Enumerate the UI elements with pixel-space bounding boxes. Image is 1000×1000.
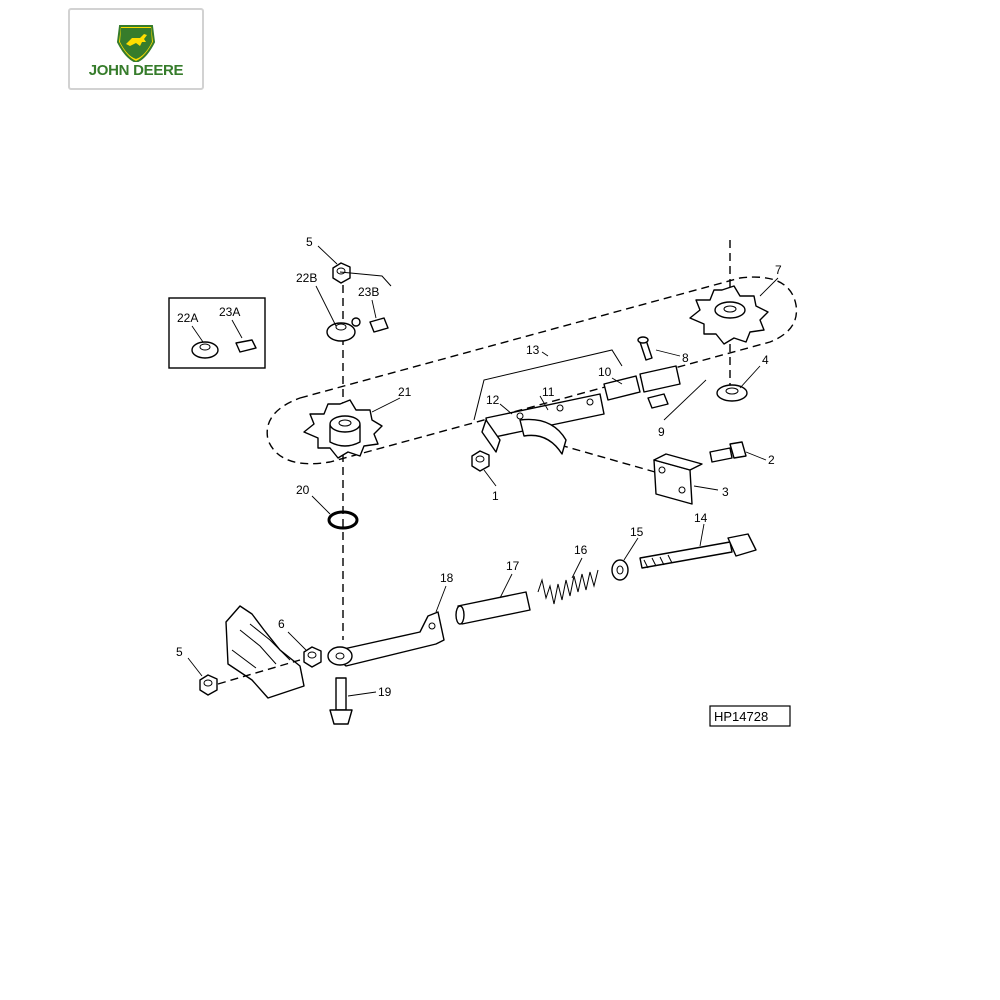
bushing-22a-hole	[199, 343, 211, 351]
o-ring-20	[327, 510, 359, 530]
spring-16	[537, 569, 599, 605]
callout-23b: 23B	[358, 285, 379, 299]
callout-1: 1	[492, 489, 499, 503]
callout-3: 3	[722, 485, 729, 499]
nut-1	[471, 450, 490, 472]
tube-17	[457, 591, 531, 625]
callout-8: 8	[682, 351, 689, 365]
arm-18-eye	[327, 646, 353, 666]
callout-11: 11	[542, 385, 555, 399]
callout-5-bottom: 5	[176, 645, 183, 659]
reference-code-box	[709, 705, 791, 727]
bolt-14	[639, 541, 733, 569]
nut-bottom	[199, 674, 218, 696]
inset-label-22a: 22A	[177, 311, 198, 325]
bolt-2-head	[729, 441, 747, 459]
arm-18-hole	[335, 652, 345, 660]
sprocket-right-hole	[723, 305, 737, 313]
nut-6-hole	[307, 651, 317, 659]
bolt-19-head	[329, 709, 353, 725]
washer-15-hole	[616, 565, 624, 575]
nut-bottom-hole	[203, 679, 213, 687]
arm-18	[329, 611, 445, 667]
sprocket-left-hub-top	[329, 415, 361, 433]
chain-attachment-11	[519, 418, 567, 455]
callout-21: 21	[398, 385, 412, 399]
chain-link-connector	[639, 365, 681, 393]
bolt-14-head	[727, 533, 757, 557]
nut-top	[332, 262, 351, 284]
arm-18-slot	[428, 622, 436, 630]
john-deere-logo[interactable]: JOHN DEERE	[68, 8, 204, 90]
callout-13: 13	[526, 343, 540, 357]
bolt-14-threads	[643, 554, 673, 569]
nut-1-hole	[475, 455, 485, 463]
callout-5-top: 5	[306, 235, 313, 249]
pin-8-head	[637, 336, 649, 344]
brand-text: JOHN DEERE	[88, 62, 184, 79]
callout-9: 9	[658, 425, 665, 439]
nut-6	[303, 646, 322, 668]
nut-top-hole	[336, 267, 346, 275]
chain-rivet-a	[516, 412, 524, 420]
block-3-hole-b	[678, 486, 686, 494]
washer-4	[716, 384, 748, 402]
inset-box	[168, 297, 266, 369]
chain-link-10	[603, 375, 641, 401]
sprocket-right-hub	[714, 301, 746, 319]
callout-14: 14	[694, 511, 708, 525]
inset-label-23a: 23A	[219, 305, 240, 319]
washer-15	[611, 559, 629, 581]
fitting-23a	[235, 339, 257, 353]
callout-15: 15	[630, 525, 644, 539]
chain-rivet-c	[586, 398, 594, 406]
washer-22b	[351, 317, 361, 327]
leader-22a	[191, 325, 204, 343]
sprocket-left-hole	[338, 419, 352, 427]
tube-17-end	[455, 605, 465, 625]
bottom-axis-line	[217, 659, 301, 685]
chain-loop-outline	[266, 276, 798, 465]
callout-2: 2	[768, 453, 775, 467]
bolt-19	[335, 677, 347, 711]
deer-logo-icon	[116, 25, 156, 62]
reference-code: HP14728	[714, 709, 768, 724]
leader-lines	[187, 245, 779, 697]
block-3-hole-a	[658, 466, 666, 474]
callout-19: 19	[378, 685, 392, 699]
washer-4-hole	[725, 387, 739, 395]
callout-10: 10	[598, 365, 612, 379]
chain-end-12	[481, 419, 501, 453]
callout-4: 4	[762, 353, 769, 367]
callout-7: 7	[775, 263, 782, 277]
callout-16: 16	[574, 543, 588, 557]
callout-6-final: 6	[278, 617, 285, 631]
bracket-22b-23b	[339, 271, 392, 287]
link-plate-9	[647, 393, 669, 409]
callout-20: 20	[296, 483, 310, 497]
bushing-22b	[326, 322, 356, 342]
callout-17: 17	[506, 559, 520, 573]
callout-18: 18	[440, 571, 454, 585]
block-3-top	[653, 453, 703, 471]
callout-22b: 22B	[296, 271, 317, 285]
bushing-22b-hole	[335, 323, 347, 331]
chain-rivet-b	[556, 404, 564, 412]
leader-23a	[231, 319, 243, 339]
frame-bracket-detail	[231, 623, 291, 669]
tensioner-axis-line	[559, 444, 656, 473]
callout-12: 12	[486, 393, 500, 407]
fitting-23b	[369, 317, 389, 333]
bracket-13	[473, 349, 623, 421]
bolt-2	[709, 447, 733, 463]
